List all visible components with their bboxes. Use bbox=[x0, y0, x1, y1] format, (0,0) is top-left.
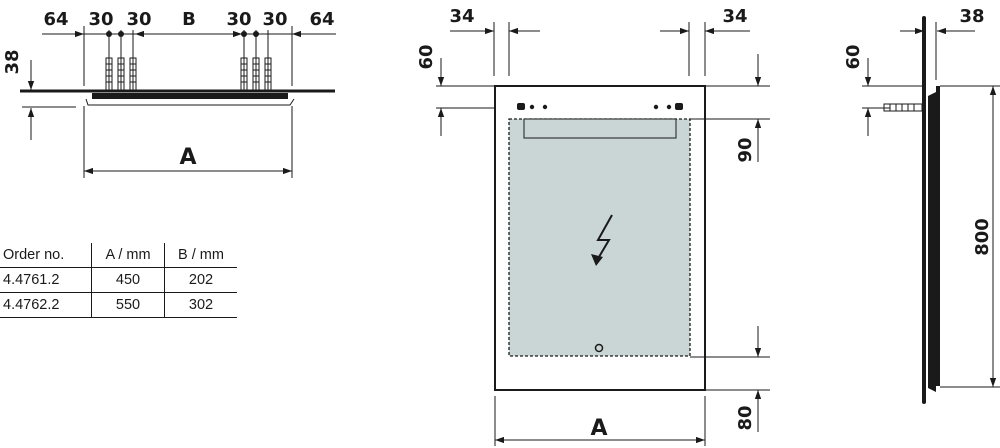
side-dim-800: 800 bbox=[972, 218, 993, 256]
wall-anchors bbox=[105, 57, 272, 91]
lightning-icon bbox=[595, 214, 613, 263]
top-dim-64-left: 64 bbox=[43, 9, 68, 30]
table-header-row: Order no. A / mm B / mm bbox=[0, 243, 237, 268]
cell-a: 550 bbox=[91, 292, 165, 318]
top-dim-b: B bbox=[182, 9, 196, 30]
top-dim-30-c: 30 bbox=[226, 9, 251, 30]
cell-order-no: 4.4761.2 bbox=[0, 267, 92, 293]
front-dim-60: 60 bbox=[416, 44, 437, 69]
cell-b: 302 bbox=[164, 292, 237, 318]
top-dim-30-d: 30 bbox=[262, 9, 287, 30]
front-dim-34-left: 34 bbox=[449, 6, 474, 27]
front-view: 34 34 60 90 bbox=[416, 6, 770, 446]
sensor-icon bbox=[594, 343, 604, 353]
side-dim-60: 60 bbox=[843, 44, 864, 69]
front-dim-a: A bbox=[590, 416, 607, 441]
cell-a: 450 bbox=[91, 267, 165, 293]
top-view: 64 30 30 B 30 30 64 38 A bbox=[2, 9, 336, 178]
side-view: 38 60 800 bbox=[843, 6, 1000, 404]
top-dim-64-right: 64 bbox=[309, 9, 334, 30]
table-row: 4.4761.2 450 202 bbox=[0, 267, 237, 293]
front-dim-80: 80 bbox=[735, 405, 756, 430]
top-dim-38: 38 bbox=[2, 49, 23, 74]
screw-icon bbox=[883, 103, 923, 112]
top-dim-30-a: 30 bbox=[88, 9, 113, 30]
header-a-mm: A / mm bbox=[91, 243, 165, 268]
side-dim-38: 38 bbox=[959, 6, 984, 27]
cell-order-no: 4.4762.2 bbox=[0, 292, 92, 318]
mounting-holes bbox=[517, 103, 683, 110]
front-dim-34-right: 34 bbox=[722, 6, 747, 27]
light-bar bbox=[523, 118, 677, 139]
top-dim-a: A bbox=[179, 145, 196, 170]
table-row: 4.4762.2 550 302 bbox=[0, 292, 237, 318]
top-dim-30-b: 30 bbox=[126, 9, 151, 30]
cell-b: 202 bbox=[164, 267, 237, 293]
front-dim-90: 90 bbox=[735, 137, 756, 162]
header-order-no: Order no. bbox=[0, 243, 92, 268]
order-table: Order no. A / mm B / mm 4.4761.2 450 202… bbox=[0, 243, 237, 318]
header-b-mm: B / mm bbox=[164, 243, 237, 268]
